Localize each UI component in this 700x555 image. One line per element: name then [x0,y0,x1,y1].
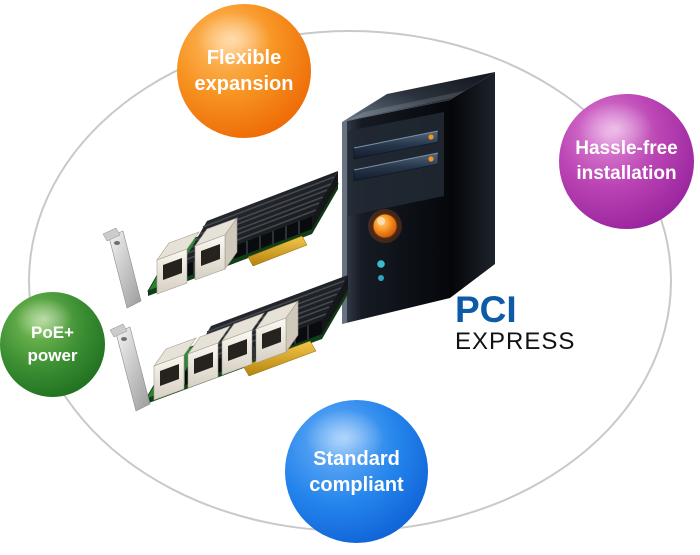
bracket-screw-hole [121,337,127,341]
dual-port-ethernet-card-illustration [102,171,339,309]
bubble-label-line1: Standard [313,447,400,470]
pcb-right-edge [322,289,348,339]
quad-port-ethernet-card-illustration [109,275,349,412]
logo-express-text: EXPRESS [455,328,576,355]
benefit-bubble-hassle-free-installation: Hassle-free installation [559,94,694,229]
power-button-highlight [377,217,385,225]
tower-top-face [342,72,495,122]
benefit-bubble-flexible-expansion: Flexible expansion [177,4,311,138]
heatsink-side [312,171,338,229]
drive-bay-2-highlight [353,152,439,171]
pcb-front-edge [148,229,312,296]
io-bracket [108,230,142,309]
bracket-screw-hole [114,241,120,245]
pcb-right-edge [312,184,338,234]
ethernet-port-1 [153,337,197,401]
bubble-label-line2: installation [576,162,677,184]
ethernet-port-4 [255,300,299,364]
pci-express-logo: PCI EXPRESS [455,291,575,356]
bubble-label-line2: power [27,345,78,365]
tower-top-sheen [348,90,468,120]
bubble-label-line1: Hassle-free [575,137,678,159]
logo-pci-text: PCI [455,289,517,330]
ethernet-port-1 [156,231,200,295]
heatsink-side [322,275,348,334]
benefit-bubble-poe-power: PoE+ power [0,292,105,397]
drive-bay-1-highlight [353,130,439,149]
drive-bay-1-led [428,134,434,140]
power-button-icon [372,213,398,239]
bubble-label-line2: compliant [309,473,404,496]
io-bracket-tab [109,323,128,338]
bubble-label-line1: Flexible [206,47,282,69]
benefit-bubble-standard-compliant: Standard compliant [285,400,428,543]
front-led-2 [378,275,384,281]
tower-side-face [450,72,495,298]
ethernet-port-2 [194,217,238,281]
bubble-label-line2: expansion [194,73,294,95]
tower-front-edge-highlight [342,121,347,324]
pc-tower-illustration [342,72,495,324]
drive-bay-2-led [428,156,434,162]
io-bracket [115,326,151,412]
io-bracket-tab [102,227,121,242]
gold-edge-connector [247,235,308,267]
bubble-label-line1: PoE+ [31,323,74,343]
ethernet-port-3 [221,312,265,376]
heatsink-top-fins [184,176,335,261]
front-led-1 [377,260,385,268]
ethernet-port-2 [187,325,231,389]
